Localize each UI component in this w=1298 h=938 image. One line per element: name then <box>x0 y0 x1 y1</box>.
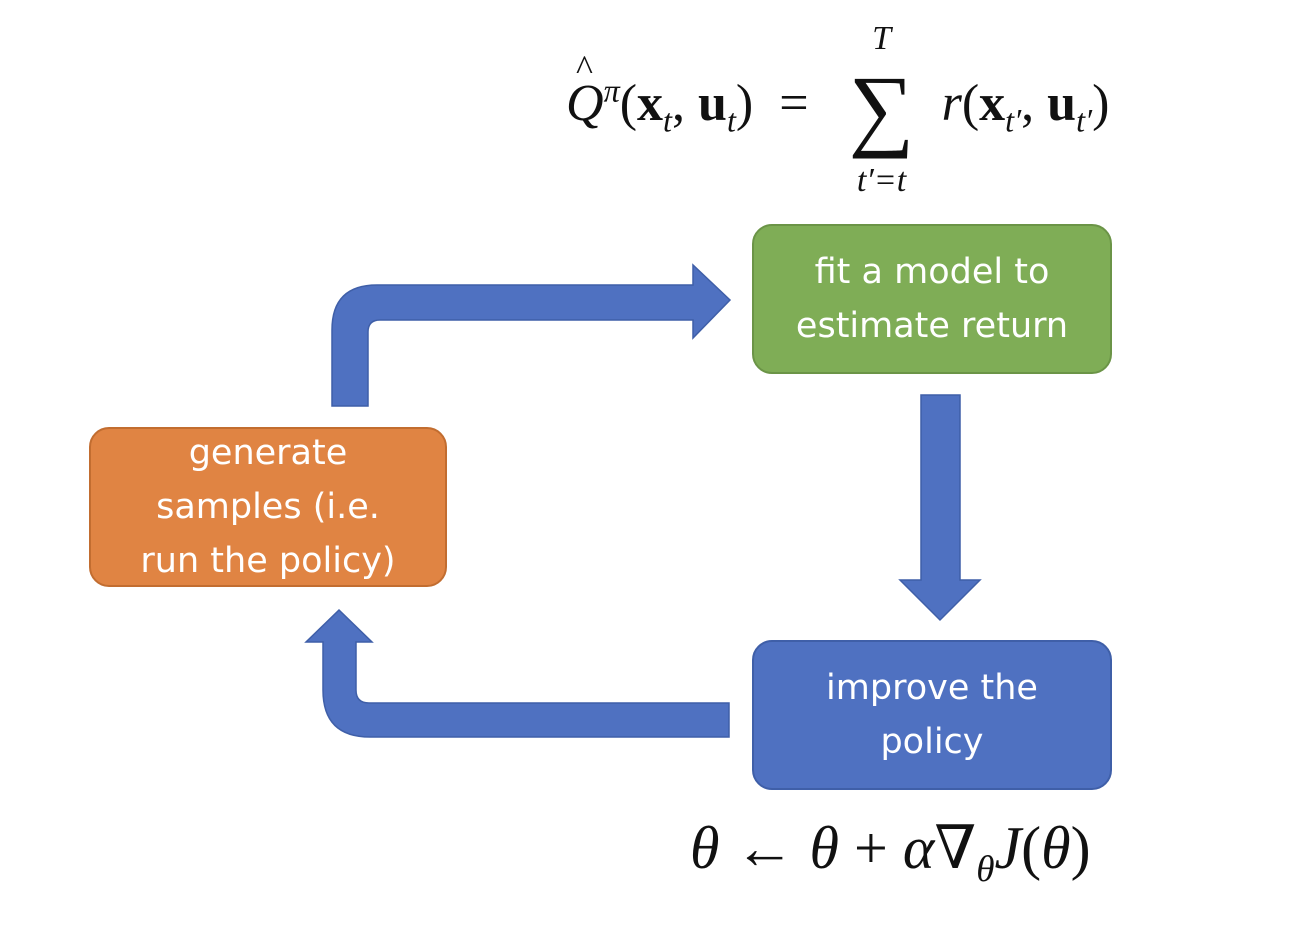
improve-policy-box: improve the policy <box>752 640 1112 790</box>
sum-lower-limit: t′=t <box>856 162 907 199</box>
arrow-generate-to-fit <box>331 263 732 407</box>
improve-box-line-2: policy <box>880 722 984 762</box>
improve-box-line-1: improve the <box>826 668 1038 708</box>
q-function-formula: Qπ(xt, ut) = T ∑ t′=t r(xt′, ut′) <box>566 22 1110 198</box>
q-arguments: (xt, ut) <box>619 74 754 139</box>
pi-superscript: π <box>603 72 620 109</box>
arrow-fit-to-improve <box>898 394 982 622</box>
fit-model-box: fit a model to estimate return <box>752 224 1112 374</box>
generate-box-line-3: run the policy) <box>140 541 396 581</box>
q-symbol: Q <box>566 50 604 130</box>
arrow-improve-to-generate <box>304 608 730 738</box>
fit-box-line-2: estimate return <box>795 306 1069 346</box>
summation: T ∑ t′=t <box>839 22 925 198</box>
generate-box-line-2: samples (i.e. <box>156 487 380 527</box>
theta-update-formula: θ ← θ + α∇θJ(θ) <box>690 815 1091 890</box>
reward-term: r(xt′, ut′) <box>941 74 1110 139</box>
fit-box-line-1: fit a model to <box>814 252 1050 292</box>
sum-upper-limit: T <box>872 20 892 57</box>
generate-box-line-1: generate <box>188 433 348 473</box>
sigma-icon: ∑ <box>848 57 915 159</box>
generate-samples-box: generate samples (i.e. run the policy) <box>89 427 447 587</box>
